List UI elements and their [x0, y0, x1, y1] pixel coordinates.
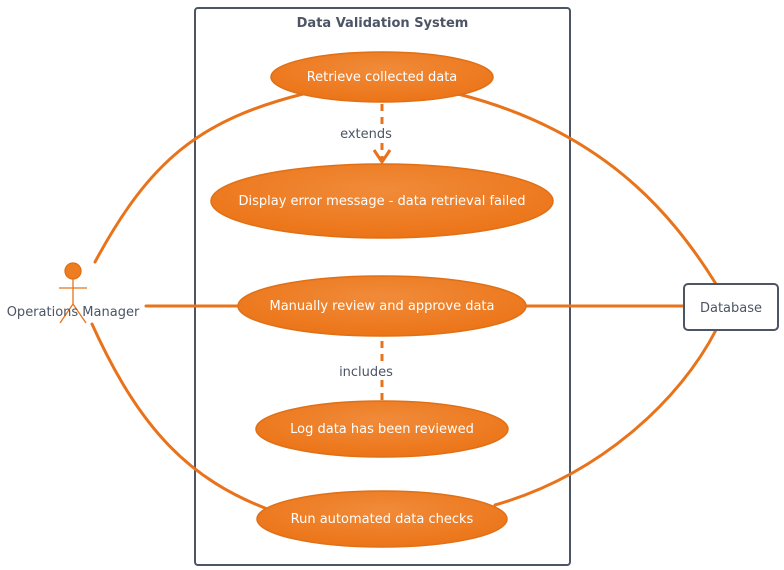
use-case-display-error-message[interactable]: Display error message - data retrieval f… [210, 163, 554, 239]
actor-label: Operations Manager [7, 305, 140, 320]
extends-label-bg [336, 124, 392, 142]
database-node[interactable]: Database [683, 283, 779, 331]
includes-label: includes [339, 365, 393, 380]
association-checks-database [493, 328, 718, 507]
actor-operations-manager[interactable]: Operations Manager [7, 262, 140, 324]
use-case-label: Display error message - data retrieval f… [239, 194, 526, 209]
use-case-run-automated-checks[interactable]: Run automated data checks [256, 490, 508, 548]
use-case-label: Retrieve collected data [307, 70, 458, 85]
extends-arrowhead [372, 149, 392, 164]
association-retrieve-database [456, 92, 718, 286]
database-label: Database [700, 301, 762, 316]
use-case-log-data-reviewed[interactable]: Log data has been reviewed [255, 400, 509, 458]
association-actor-checks [90, 322, 272, 512]
use-case-label: Run automated data checks [291, 512, 474, 527]
extends-label: extends [340, 127, 392, 142]
use-case-label: Log data has been reviewed [290, 422, 474, 437]
system-title: Data Validation System [297, 16, 469, 31]
use-case-manually-review[interactable]: Manually review and approve data [237, 275, 527, 337]
includes-label-bg [336, 362, 396, 380]
stick-figure-icon [59, 262, 87, 324]
use-case-retrieve-collected-data[interactable]: Retrieve collected data [270, 51, 494, 103]
association-actor-retrieve [93, 92, 305, 264]
use-case-label: Manually review and approve data [270, 299, 495, 314]
association-lines [90, 92, 718, 512]
